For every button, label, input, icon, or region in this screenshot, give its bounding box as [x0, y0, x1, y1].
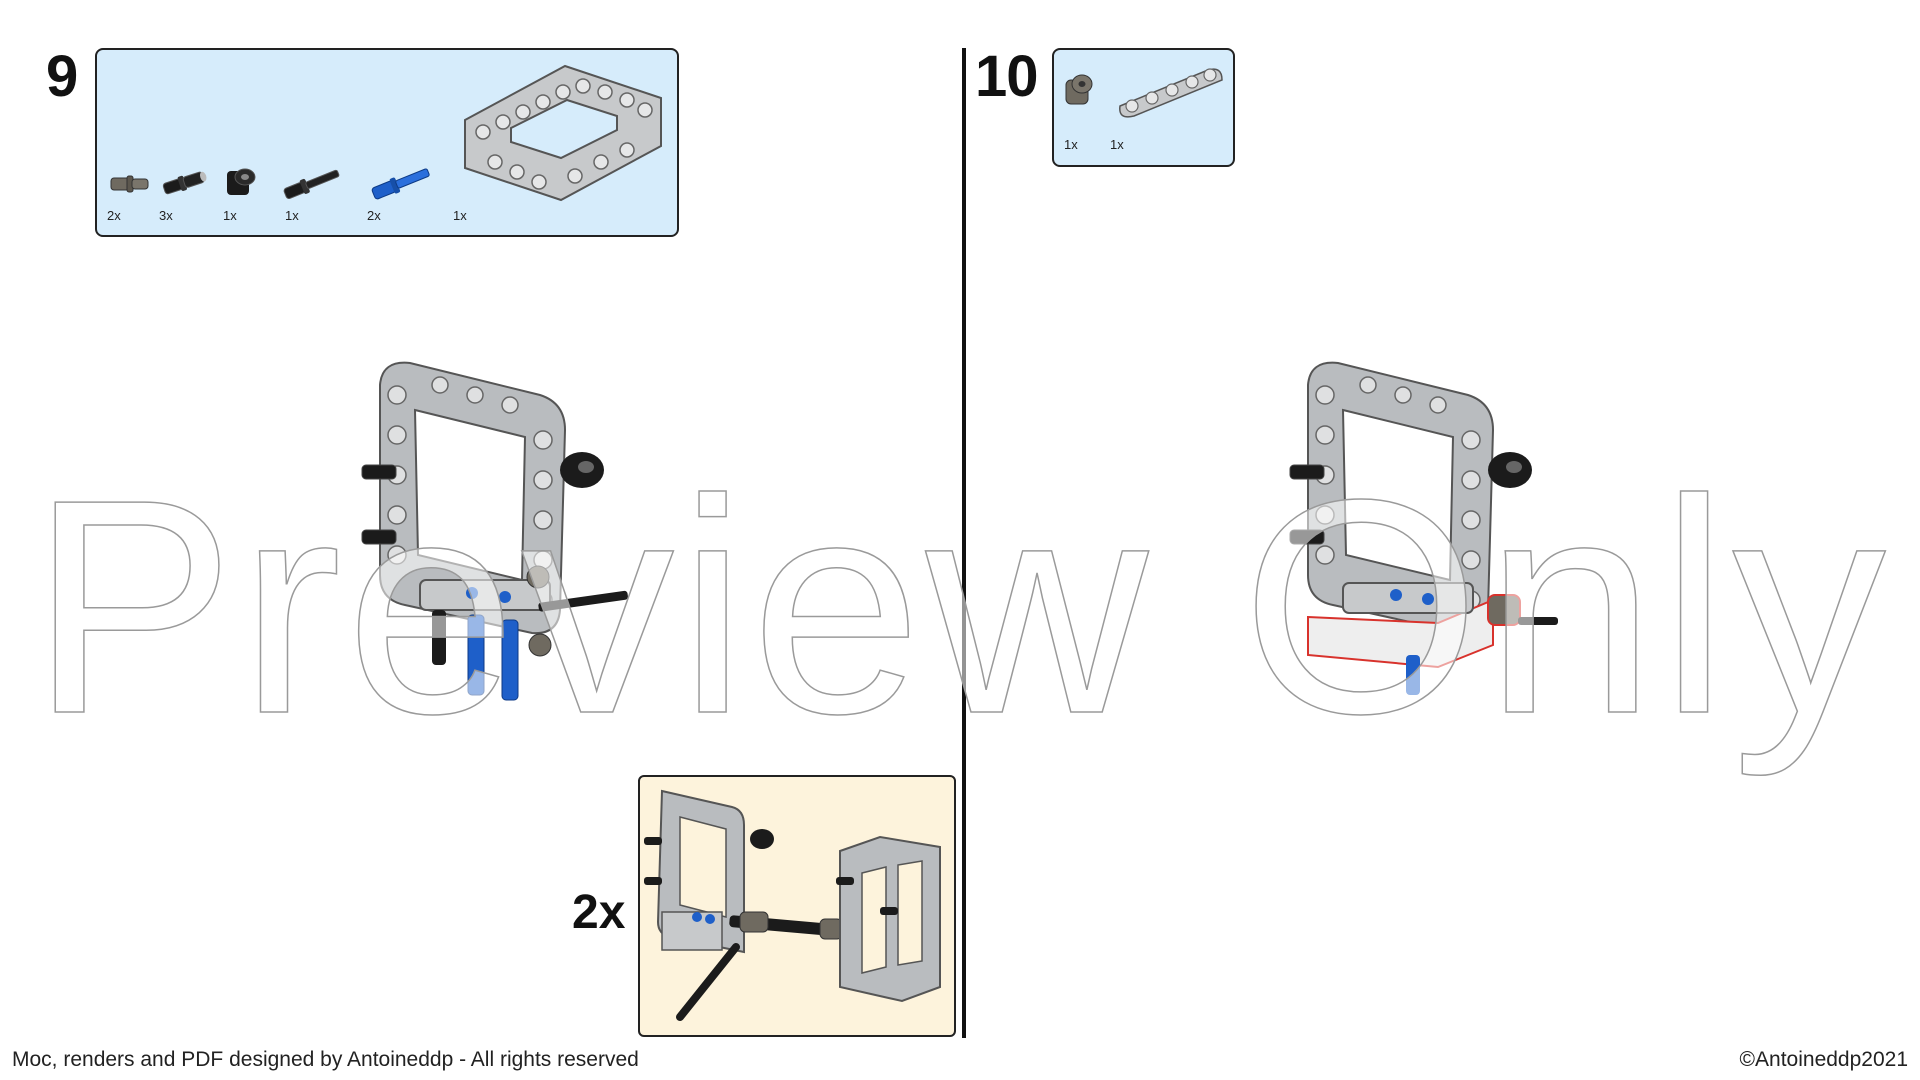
subassembly-callout: [638, 775, 956, 1037]
step-9-assembly-render: [361, 361, 628, 701]
part-qty: 1x: [223, 208, 237, 223]
watermark-text: Preview Only: [30, 436, 1890, 779]
black-axle-pin-icon: [283, 169, 340, 200]
part-qty: 1x: [453, 208, 467, 223]
blue-axle-pin-icon: [371, 168, 430, 200]
part-qty: 2x: [107, 208, 121, 223]
subassembly-render: [644, 789, 941, 1021]
part-qty: 1x: [1110, 137, 1124, 152]
part-qty: 3x: [159, 208, 173, 223]
parts-list-step-9: 2x 3x 1x 1x 2x: [95, 48, 679, 237]
step-number-9: 9: [46, 44, 78, 109]
black-pin-icon: [162, 171, 207, 195]
callout-multiplier: 2x: [572, 886, 626, 939]
black-axle-connector-icon: [227, 168, 256, 195]
part-qty: 1x: [285, 208, 299, 223]
step-10-assembly-render: [1289, 361, 1558, 695]
step-number-10: 10: [975, 44, 1039, 109]
light-gray-frame-icon: [464, 64, 662, 202]
part-qty: 1x: [1064, 137, 1078, 152]
page-divider: [962, 48, 966, 1038]
dark-bluish-gray-pin-icon: [110, 175, 149, 193]
parts-list-step-10: 1x 1x: [1052, 48, 1235, 167]
dark-gray-connector-icon: [1065, 74, 1093, 105]
footer-copyright: ©Antoineddp2021: [1739, 1048, 1908, 1071]
part-qty: 2x: [367, 208, 381, 223]
light-gray-beam-icon: [1119, 68, 1223, 118]
footer-credit: Moc, renders and PDF designed by Antoine…: [12, 1048, 639, 1071]
